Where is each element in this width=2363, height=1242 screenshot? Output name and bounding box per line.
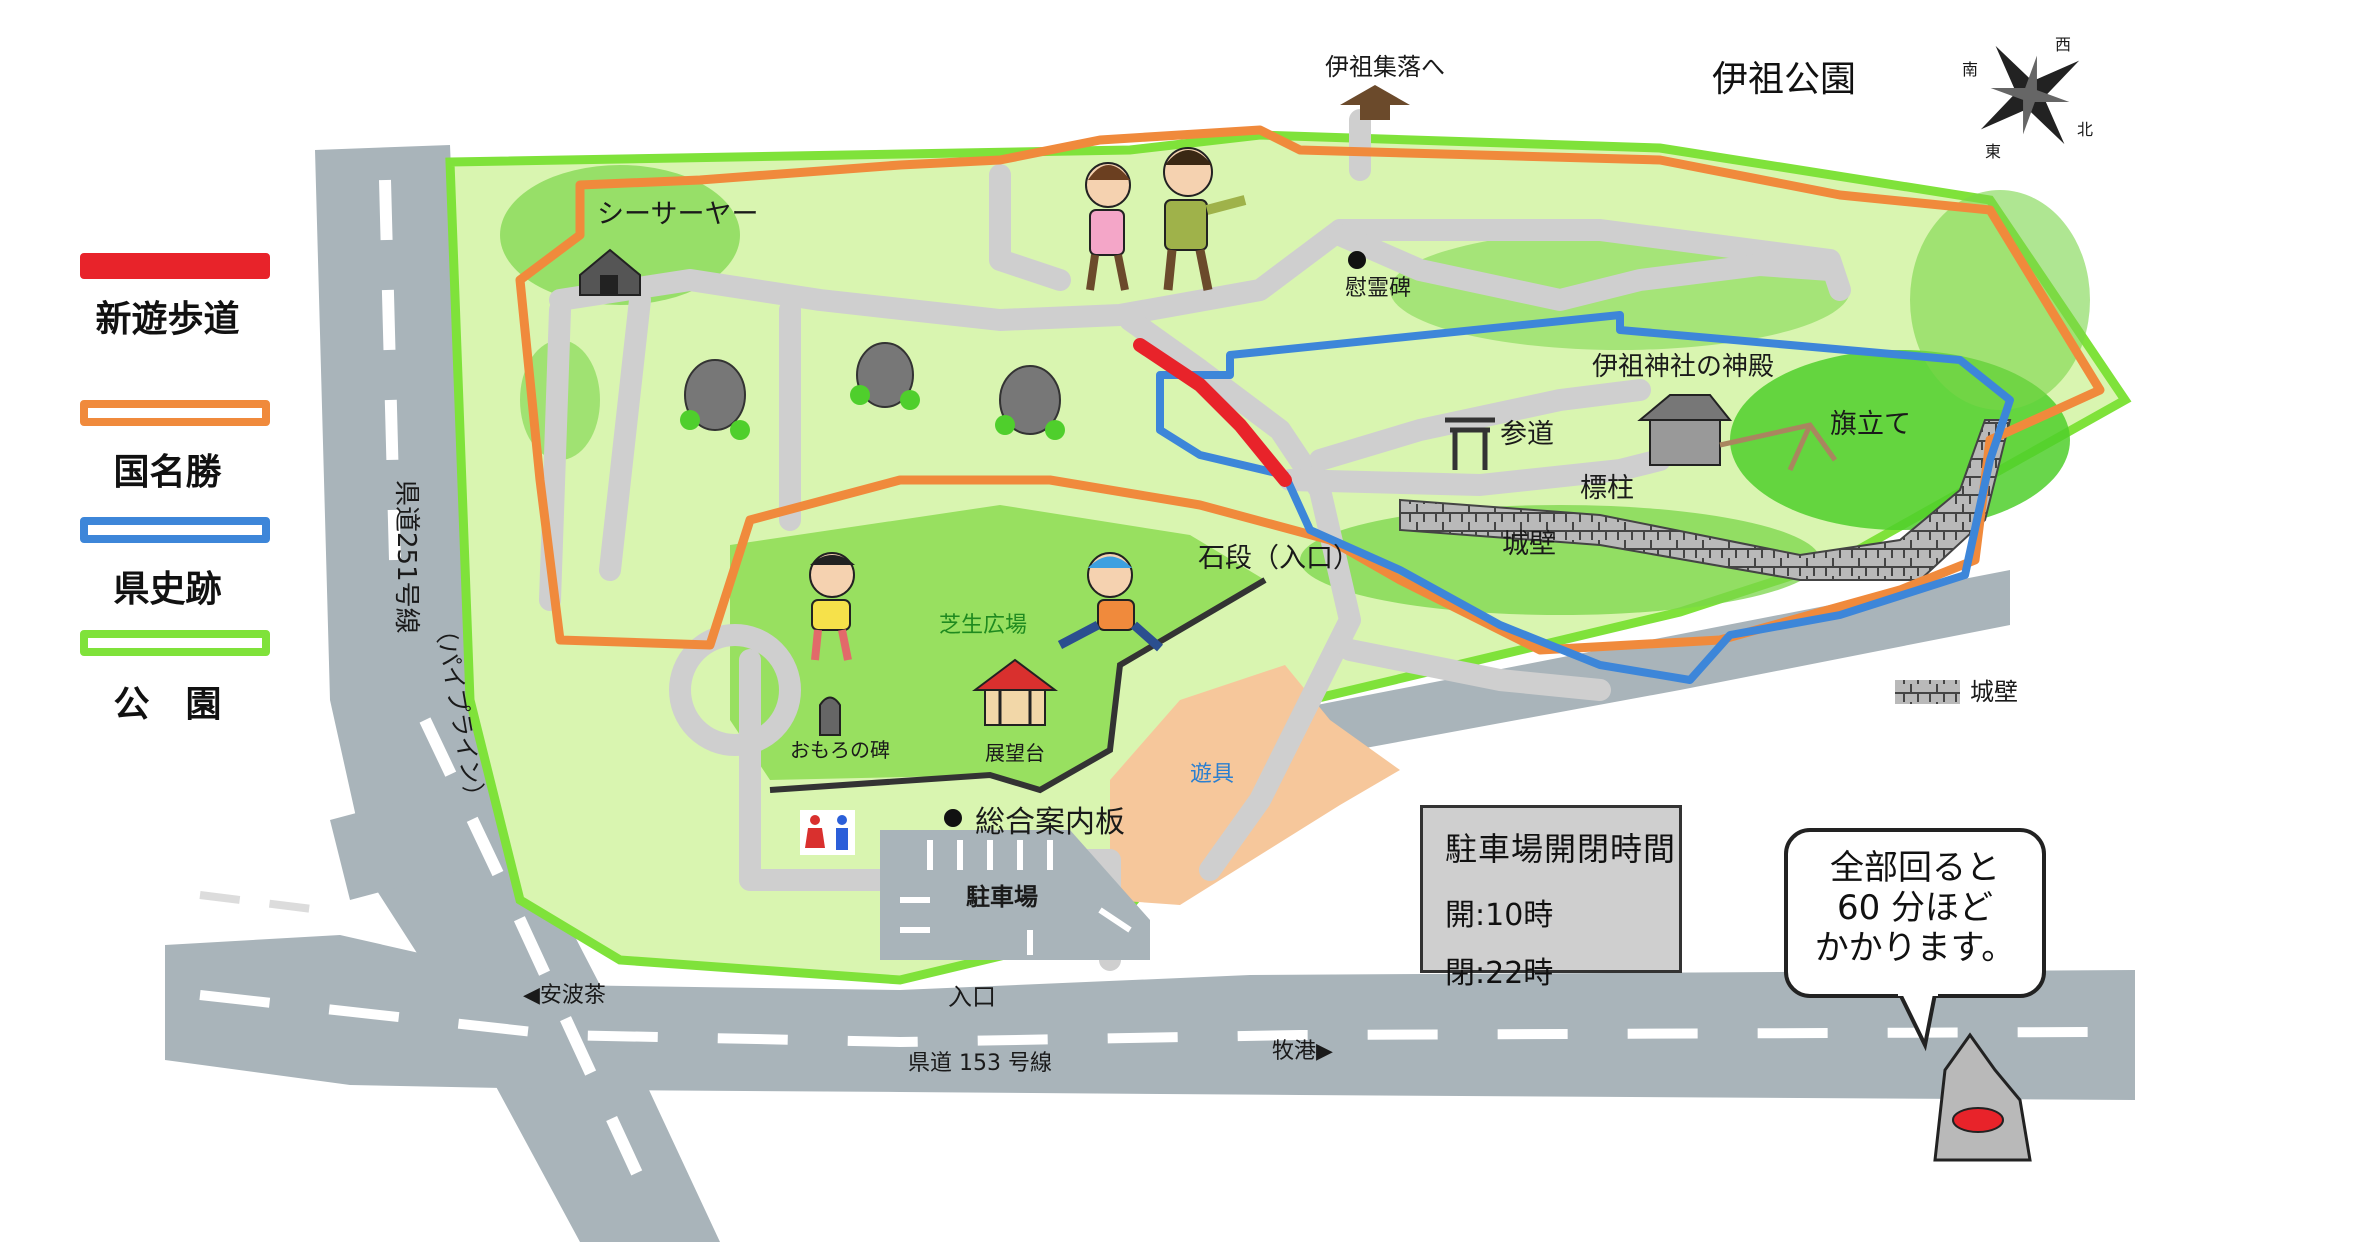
legend-label-new-walkway: 新遊歩道 [95, 299, 240, 340]
compass-west: 西 [2055, 35, 2071, 54]
label-hyochu: 標柱 [1580, 473, 1634, 504]
restroom-icon [800, 810, 855, 855]
label-to-ahacha: ◀安波茶 [523, 983, 606, 1008]
parking-hours-open: 開:10時 [1445, 898, 1554, 933]
label-info-board: 総合案内板 [975, 805, 1125, 840]
label-lawn: 芝生広場 [939, 613, 1027, 638]
label-road-251-a: 県道251号線 [391, 480, 421, 634]
label-playground: 遊具 [1190, 762, 1234, 787]
speech-line-2: 60 分ほど [1836, 888, 1994, 928]
road-sw [330, 780, 500, 900]
map-title: 伊祖公園 [1712, 59, 1857, 100]
castle-wall [1399, 419, 2012, 581]
wall-legend-swatch [1895, 680, 1960, 704]
shisa-hut-icon [579, 248, 641, 296]
parking-lot [880, 830, 1150, 960]
road-153 [165, 935, 2135, 1100]
playground-area [1110, 665, 1400, 905]
legend-label-historic: 県史跡 [113, 569, 222, 610]
label-jyoheki: 城壁 [1502, 529, 1556, 560]
label-sando: 参道 [1500, 419, 1554, 450]
label-shisa: シーサーヤー [597, 199, 758, 230]
mascot-icon [1933, 1032, 2032, 1162]
label-ireihi: 慰霊碑 [1345, 276, 1411, 301]
label-flag: 旗立て [1830, 409, 1911, 440]
torii-gate-icon [1445, 417, 1495, 470]
hiking-couple-icon [1085, 147, 1247, 291]
info-board-dot-icon [944, 809, 962, 827]
compass-north: 北 [2077, 120, 2093, 139]
legend-swatch-scenic [80, 400, 270, 426]
parking-hours-title: 駐車場開閉時間 [1445, 830, 1677, 868]
flag-pole-icon [1719, 422, 1838, 472]
speech-bubble: 全部回ると 60 分ほど かかります。 [1784, 828, 2046, 998]
legend-label-park: 公 園 [113, 684, 222, 725]
road-251 [315, 145, 720, 1242]
new-walkway [1133, 338, 1292, 487]
walkways [539, 109, 1851, 971]
up-arrow-icon [1340, 85, 1410, 120]
parking-hours-close: 閉:22時 [1445, 956, 1554, 991]
ireihi-dot-icon [1348, 251, 1366, 269]
parking-hours-panel: 駐車場開閉時間 開:10時 閉:22時 [1420, 805, 1682, 991]
label-observatory: 展望台 [985, 741, 1045, 765]
legend-swatch-historic [80, 517, 270, 543]
legend-swatch-new-walkway [80, 253, 270, 279]
compass-east: 東 [1985, 142, 2001, 161]
label-parking: 駐車場 [966, 883, 1038, 911]
speech-line-3: かかります。 [1814, 928, 2016, 968]
label-road-153: 県道 153 号線 [908, 1051, 1052, 1076]
legend: 新遊歩道 国名勝 県史跡 公 園 [40, 205, 295, 760]
speech-line-1: 全部回ると [1830, 848, 2000, 888]
compass-icon [1980, 45, 2080, 145]
children-icon [809, 552, 1163, 661]
label-stone-steps: 石段（入口） [1198, 543, 1360, 574]
shrine-building-icon [1637, 394, 1733, 466]
label-shrine: 伊祖神社の神殿 [1592, 352, 1774, 382]
legend-label-scenic: 国名勝 [113, 452, 222, 493]
historic-site-boundary [1156, 311, 2014, 684]
omoro-monument-icon [819, 696, 841, 736]
observatory-icon [972, 658, 1058, 726]
label-entrance: 入口 [948, 983, 996, 1011]
scenic-boundary [515, 125, 2105, 655]
compass-south: 南 [1962, 60, 1978, 79]
label-omoro: おもろの碑 [790, 738, 890, 762]
legend-swatch-park [80, 630, 270, 656]
label-izu-village: 伊祖集落へ [1325, 53, 1445, 81]
label-wall-legend: 城壁 [1970, 678, 2018, 706]
rock-icons [680, 342, 1065, 440]
label-to-makiminato: 牧港▶ [1272, 1039, 1333, 1064]
